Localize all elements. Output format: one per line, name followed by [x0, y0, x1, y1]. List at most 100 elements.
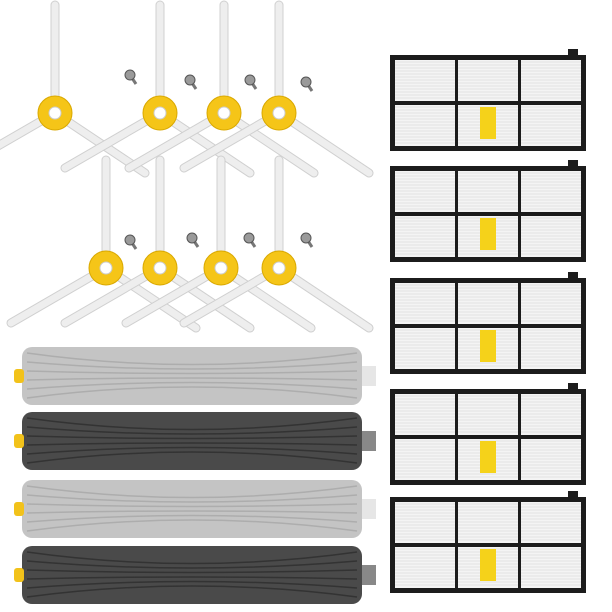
screw-icon	[243, 232, 257, 248]
roller-tread	[26, 514, 358, 523]
side-brush	[60, 155, 255, 333]
roller-end-cap	[362, 565, 376, 585]
roller-tread	[26, 451, 358, 464]
filter-clip	[568, 491, 578, 499]
filter-pleat-cell	[395, 105, 455, 146]
screw-icon	[184, 74, 198, 90]
filter-pleat-cell	[521, 439, 581, 480]
roller-end-cap	[362, 499, 376, 519]
brush-arm-bristles	[156, 264, 254, 332]
side-brush	[6, 155, 201, 333]
main-roller-dark	[14, 546, 376, 604]
main-roller-dark	[14, 412, 376, 470]
hepa-filter	[390, 49, 586, 151]
filter-pleat-cell	[458, 283, 518, 324]
roller-tread	[26, 551, 358, 565]
filter-pleat-cell	[395, 502, 455, 543]
roller-tread	[26, 442, 358, 446]
brush-arm-bristles	[180, 109, 283, 172]
filter-pleat-cell	[395, 328, 455, 369]
brush-arm-bristles	[180, 264, 283, 327]
screw-icon	[124, 69, 138, 85]
brush-arm-bristles	[61, 264, 164, 327]
roller-tread	[26, 519, 358, 532]
filter-pleat-cell	[458, 171, 518, 212]
roller-body	[22, 412, 362, 470]
roller-body	[22, 546, 362, 604]
roller-tread	[26, 426, 358, 435]
roller-tread	[26, 446, 358, 455]
filter-pleat-cell	[521, 283, 581, 324]
brush-arm-bristles	[7, 264, 110, 327]
roller-tread	[26, 361, 358, 370]
screw-icon	[300, 76, 314, 92]
screw-icon	[186, 232, 200, 248]
roller-yellow-cap	[14, 369, 24, 383]
filter-clip	[568, 272, 578, 280]
brush-hub-center	[48, 106, 62, 120]
roller-tread	[26, 485, 358, 499]
filter-pull-tab	[480, 107, 496, 139]
brush-arm-bristles	[125, 109, 228, 172]
roller-tread	[26, 580, 358, 589]
filter-pull-tab	[480, 549, 496, 581]
side-brush	[0, 0, 150, 178]
screw-icon	[244, 74, 258, 90]
roller-tread	[26, 370, 358, 375]
filter-pleat-cell	[395, 60, 455, 101]
roller-end-cap	[362, 366, 376, 386]
screw-head	[244, 74, 256, 86]
filter-pleat-cell	[521, 502, 581, 543]
main-roller-light	[14, 347, 376, 405]
roller-tread	[26, 510, 358, 514]
brush-hub-center	[99, 261, 113, 275]
hepa-filter	[390, 272, 586, 374]
brush-arm-bristles	[122, 264, 225, 327]
roller-tread	[26, 585, 358, 598]
brush-arm-bristles	[0, 109, 59, 149]
roller-tread	[26, 386, 358, 399]
side-brush	[121, 155, 316, 333]
filter-pleat-cell	[521, 328, 581, 369]
brush-hub-center	[272, 261, 286, 275]
filter-clip	[568, 160, 578, 168]
screw-icon	[124, 234, 138, 250]
brush-arm-bristles	[102, 264, 200, 332]
brush-hub-center	[272, 106, 286, 120]
filter-pleat-cell	[521, 547, 581, 588]
filter-pleat-cell	[458, 394, 518, 435]
side-brush	[124, 0, 319, 178]
roller-tread	[26, 576, 358, 580]
roller-body	[22, 347, 362, 405]
brush-arm-bristles	[220, 109, 318, 177]
side-brush	[60, 0, 255, 178]
brush-arm-bristles	[217, 264, 315, 332]
filter-pull-tab	[480, 441, 496, 473]
roller-yellow-cap	[14, 434, 24, 448]
roller-tread	[26, 417, 358, 431]
filter-pleat-cell	[521, 60, 581, 101]
filter-clip	[568, 49, 578, 57]
filter-pull-tab	[480, 330, 496, 362]
roller-tread	[26, 381, 358, 390]
brush-arm-bristles	[156, 109, 254, 177]
roller-end-cap	[362, 431, 376, 451]
roller-tread	[26, 435, 358, 440]
filter-pleat-cell	[395, 394, 455, 435]
brush-hub-center	[153, 261, 167, 275]
screw-head	[124, 69, 136, 81]
roller-tread	[26, 494, 358, 503]
hepa-filter	[390, 491, 586, 593]
roller-tread	[26, 569, 358, 574]
roller-yellow-cap	[14, 502, 24, 516]
roller-tread	[26, 377, 358, 381]
side-brush	[179, 155, 374, 333]
brush-arm-bristles	[275, 264, 373, 332]
filter-pleat-cell	[521, 394, 581, 435]
filter-pull-tab	[480, 218, 496, 250]
filter-pleat-cell	[458, 60, 518, 101]
filter-clip	[568, 383, 578, 391]
screw-head	[184, 74, 196, 86]
roller-body	[22, 480, 362, 538]
